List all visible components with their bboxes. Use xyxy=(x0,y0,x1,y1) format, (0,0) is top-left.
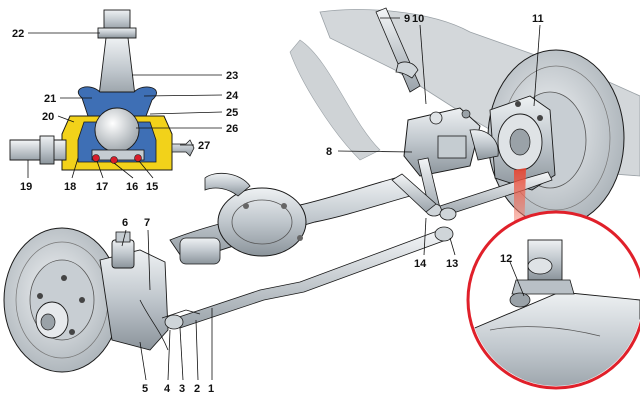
callout-8: 8 xyxy=(326,146,332,158)
callout-13: 13 xyxy=(446,258,458,270)
callout-24: 24 xyxy=(226,90,239,102)
ball-joint-cutaway xyxy=(9,9,195,171)
callout-10: 10 xyxy=(412,13,424,25)
callout-15: 15 xyxy=(146,181,158,193)
callout-19: 19 xyxy=(20,181,32,193)
callout-2: 2 xyxy=(194,383,200,395)
left-steering-knuckle xyxy=(99,231,169,351)
differential-housing xyxy=(217,187,307,257)
callout-26: 26 xyxy=(226,123,238,135)
detail-magnifier xyxy=(466,210,640,390)
callout-16: 16 xyxy=(126,181,138,193)
ball-pin-head xyxy=(94,107,140,153)
grease-nipple xyxy=(171,139,195,157)
callout-3: 3 xyxy=(179,383,185,395)
callout-25: 25 xyxy=(226,107,238,119)
tie-rod-stub xyxy=(9,139,67,161)
steering-column-shaft xyxy=(375,7,421,93)
callout-17: 17 xyxy=(96,181,108,193)
left-brake-disc xyxy=(3,227,121,373)
tie-rod-end-left xyxy=(164,314,184,330)
callout-1: 1 xyxy=(208,383,214,395)
callout-21: 21 xyxy=(44,93,56,105)
tie-rod-end-right xyxy=(434,226,454,242)
callout-5: 5 xyxy=(142,383,148,395)
callout-22: 22 xyxy=(12,28,24,40)
callout-20: 20 xyxy=(42,111,54,123)
callout-11: 11 xyxy=(532,13,544,25)
callout-14: 14 xyxy=(414,258,427,270)
callout-9: 9 xyxy=(404,13,410,25)
protective-boot xyxy=(77,86,157,117)
callout-27: 27 xyxy=(198,140,210,152)
callout-4: 4 xyxy=(164,383,171,395)
callout-23: 23 xyxy=(226,70,238,82)
axle-housing xyxy=(169,172,411,265)
seal-ring-left xyxy=(92,154,100,162)
callout-6: 6 xyxy=(122,217,128,229)
seal-ring-center xyxy=(110,156,118,164)
clamp-collar xyxy=(39,135,55,165)
spring-seat xyxy=(91,149,145,161)
right-steering-knuckle xyxy=(489,95,556,191)
seal-ring-right xyxy=(134,154,142,162)
callout-7: 7 xyxy=(144,217,150,229)
callout-12: 12 xyxy=(500,253,512,265)
callout-18: 18 xyxy=(64,181,76,193)
tie-rod xyxy=(161,226,454,330)
callout-labels: 22 23 21 24 20 25 26 27 19 18 17 16 15 6… xyxy=(12,13,544,395)
frame-rail-lower xyxy=(289,39,381,161)
leader-lines xyxy=(27,17,541,381)
